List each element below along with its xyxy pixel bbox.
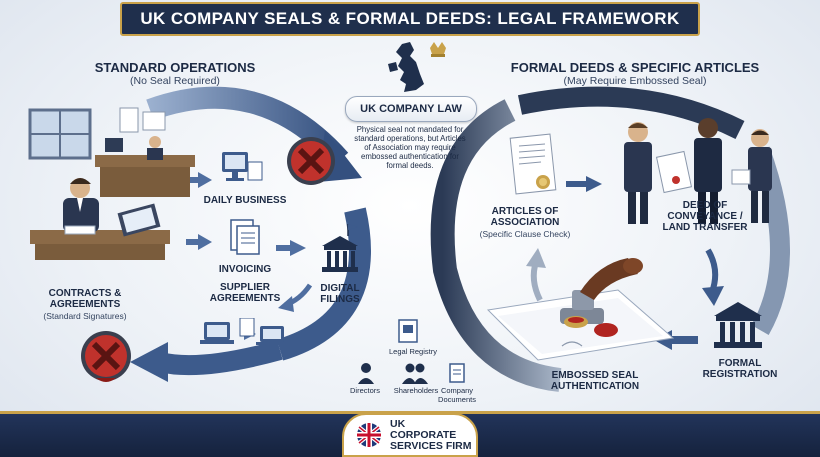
arrow-to-seal-shaft <box>672 336 698 344</box>
uk-company-law-label: UK COMPANY LAW <box>360 103 462 115</box>
firm-name-line2: CORPORATE <box>390 428 457 441</box>
no-seal-cross-icon-bottom <box>81 331 131 382</box>
title-banner: UK COMPANY SEALS & FORMAL DEEDS: LEGAL F… <box>120 2 700 36</box>
signing-businesspeople-illustration <box>624 118 772 224</box>
back-worker-head <box>149 136 161 148</box>
digital-devices-icons <box>200 318 288 345</box>
crown-icon <box>430 42 446 54</box>
label-contracts-sub: (Standard Signatures) <box>43 311 127 321</box>
courthouse-icon <box>322 224 358 272</box>
page-title: UK COMPANY SEALS & FORMAL DEEDS: LEGAL F… <box>140 9 680 28</box>
wall-certificate-1 <box>119 107 139 133</box>
left-cycle-arc-right <box>276 207 371 361</box>
label-deed-line2: CONVEYANCE / <box>667 211 743 222</box>
label-legal-registry: Legal Registry <box>389 347 437 356</box>
front-worker-suit <box>63 198 99 232</box>
arrow-seal-up-head <box>526 248 546 268</box>
law-desc-line-1: Physical seal not mandated for <box>356 125 464 134</box>
back-desk <box>95 155 195 167</box>
arrow-curve-head <box>278 296 294 312</box>
label-articles-line2: ASSOCIATION <box>490 217 560 228</box>
uk-company-law-description: Physical seal not mandated for standard … <box>340 125 480 170</box>
invoice-document-icon <box>230 219 260 255</box>
right-section-subheading: (May Require Embossed Seal) <box>563 75 707 87</box>
label-deed-line1: DEED OF <box>682 200 728 211</box>
articles-document-icon <box>509 133 557 195</box>
back-monitor <box>105 138 123 152</box>
monitor-icon <box>222 152 263 181</box>
label-seal-line1: EMBOSSED SEAL <box>551 370 639 381</box>
directors-icon <box>358 363 374 384</box>
firm-name-line1: UK <box>390 417 406 430</box>
uk-map-icon <box>388 42 446 92</box>
label-articles-sub: (Specific Clause Check) <box>479 229 571 239</box>
embosser-handle <box>580 258 638 300</box>
firm-badge: UK CORPORATE SERVICES FIRM <box>342 413 478 457</box>
union-jack-icon <box>357 423 381 447</box>
law-desc-line-2: standard operations, but Articles <box>354 134 466 143</box>
law-desc-line-5: formal deeds. <box>386 161 434 170</box>
left-section-subheading: (No Seal Required) <box>130 75 220 87</box>
legal-registry-icon <box>398 319 418 343</box>
uk-company-law-box: UK COMPANY LAW <box>345 96 477 122</box>
registration-building-icon <box>714 302 762 348</box>
left-cycle-arrowhead-bottom <box>130 342 168 382</box>
wax-seal-graphic <box>594 323 618 337</box>
firm-name: UK CORPORATE SERVICES FIRM <box>390 417 472 452</box>
arrow-to-daily-shaft <box>186 177 198 183</box>
arrow-to-digital-shaft <box>276 245 290 251</box>
label-company-documents-line2: Documents <box>438 395 476 404</box>
front-desk <box>30 230 170 244</box>
no-seal-cross-icon-top <box>287 137 335 185</box>
law-desc-line-4: embossed authentication for <box>361 152 459 161</box>
embossing-seal-illustration <box>486 258 675 361</box>
label-contracts-line2: AGREEMENTS <box>49 299 121 310</box>
arrow-to-invoicing-shaft <box>186 239 198 245</box>
wall-certificate-2 <box>142 111 166 131</box>
left-cycle-arc-bottom <box>157 340 283 376</box>
label-invoicing: INVOICING <box>218 264 272 275</box>
label-supplier-agreements-line2: AGREEMENTS <box>209 293 281 304</box>
label-digital-filings-line1: DIGITAL <box>320 283 360 294</box>
arrow-to-digital <box>290 240 306 256</box>
label-directors: Directors <box>349 386 380 395</box>
label-supplier-agreements-line1: SUPPLIER <box>219 282 270 293</box>
company-documents-icon <box>449 363 465 383</box>
right-section-heading: FORMAL DEEDS & SPECIFIC ARTICLES <box>510 60 760 75</box>
law-desc-line-3: of Association may require <box>364 143 456 152</box>
shareholders-icon <box>402 363 428 384</box>
label-company-documents-line1: Company <box>440 386 474 395</box>
arrow-deed-down-head <box>702 286 724 306</box>
label-formal-line1: FORMAL <box>718 358 762 369</box>
left-section-heading: STANDARD OPERATIONS <box>94 60 256 75</box>
arrow-to-daily <box>198 172 212 188</box>
footer-gold-line <box>0 411 820 414</box>
firm-name-line3: SERVICES FIRM <box>390 439 472 452</box>
arrow-to-deed <box>586 176 602 192</box>
office-scene-illustration <box>28 107 195 260</box>
label-deed-line3: LAND TRANSFER <box>662 222 748 233</box>
deed-document-graphic <box>655 150 693 194</box>
label-contracts-line1: CONTRACTS & <box>48 288 122 299</box>
arrow-to-deed-shaft <box>566 181 586 187</box>
arrow-to-invoicing <box>198 234 212 250</box>
label-daily-business: DAILY BUSINESS <box>203 195 287 206</box>
arrow-deed-down <box>705 248 719 294</box>
label-formal-line2: REGISTRATION <box>702 369 778 380</box>
right-cycle-arc-top <box>517 86 745 139</box>
label-digital-filings-line2: FILINGS <box>320 294 360 305</box>
label-shareholders: Shareholders <box>393 386 439 395</box>
right-cycle-arc-left <box>430 99 562 392</box>
label-articles-line1: ARTICLES OF <box>491 206 559 217</box>
label-seal-line2: AUTHENTICATION <box>550 381 640 392</box>
